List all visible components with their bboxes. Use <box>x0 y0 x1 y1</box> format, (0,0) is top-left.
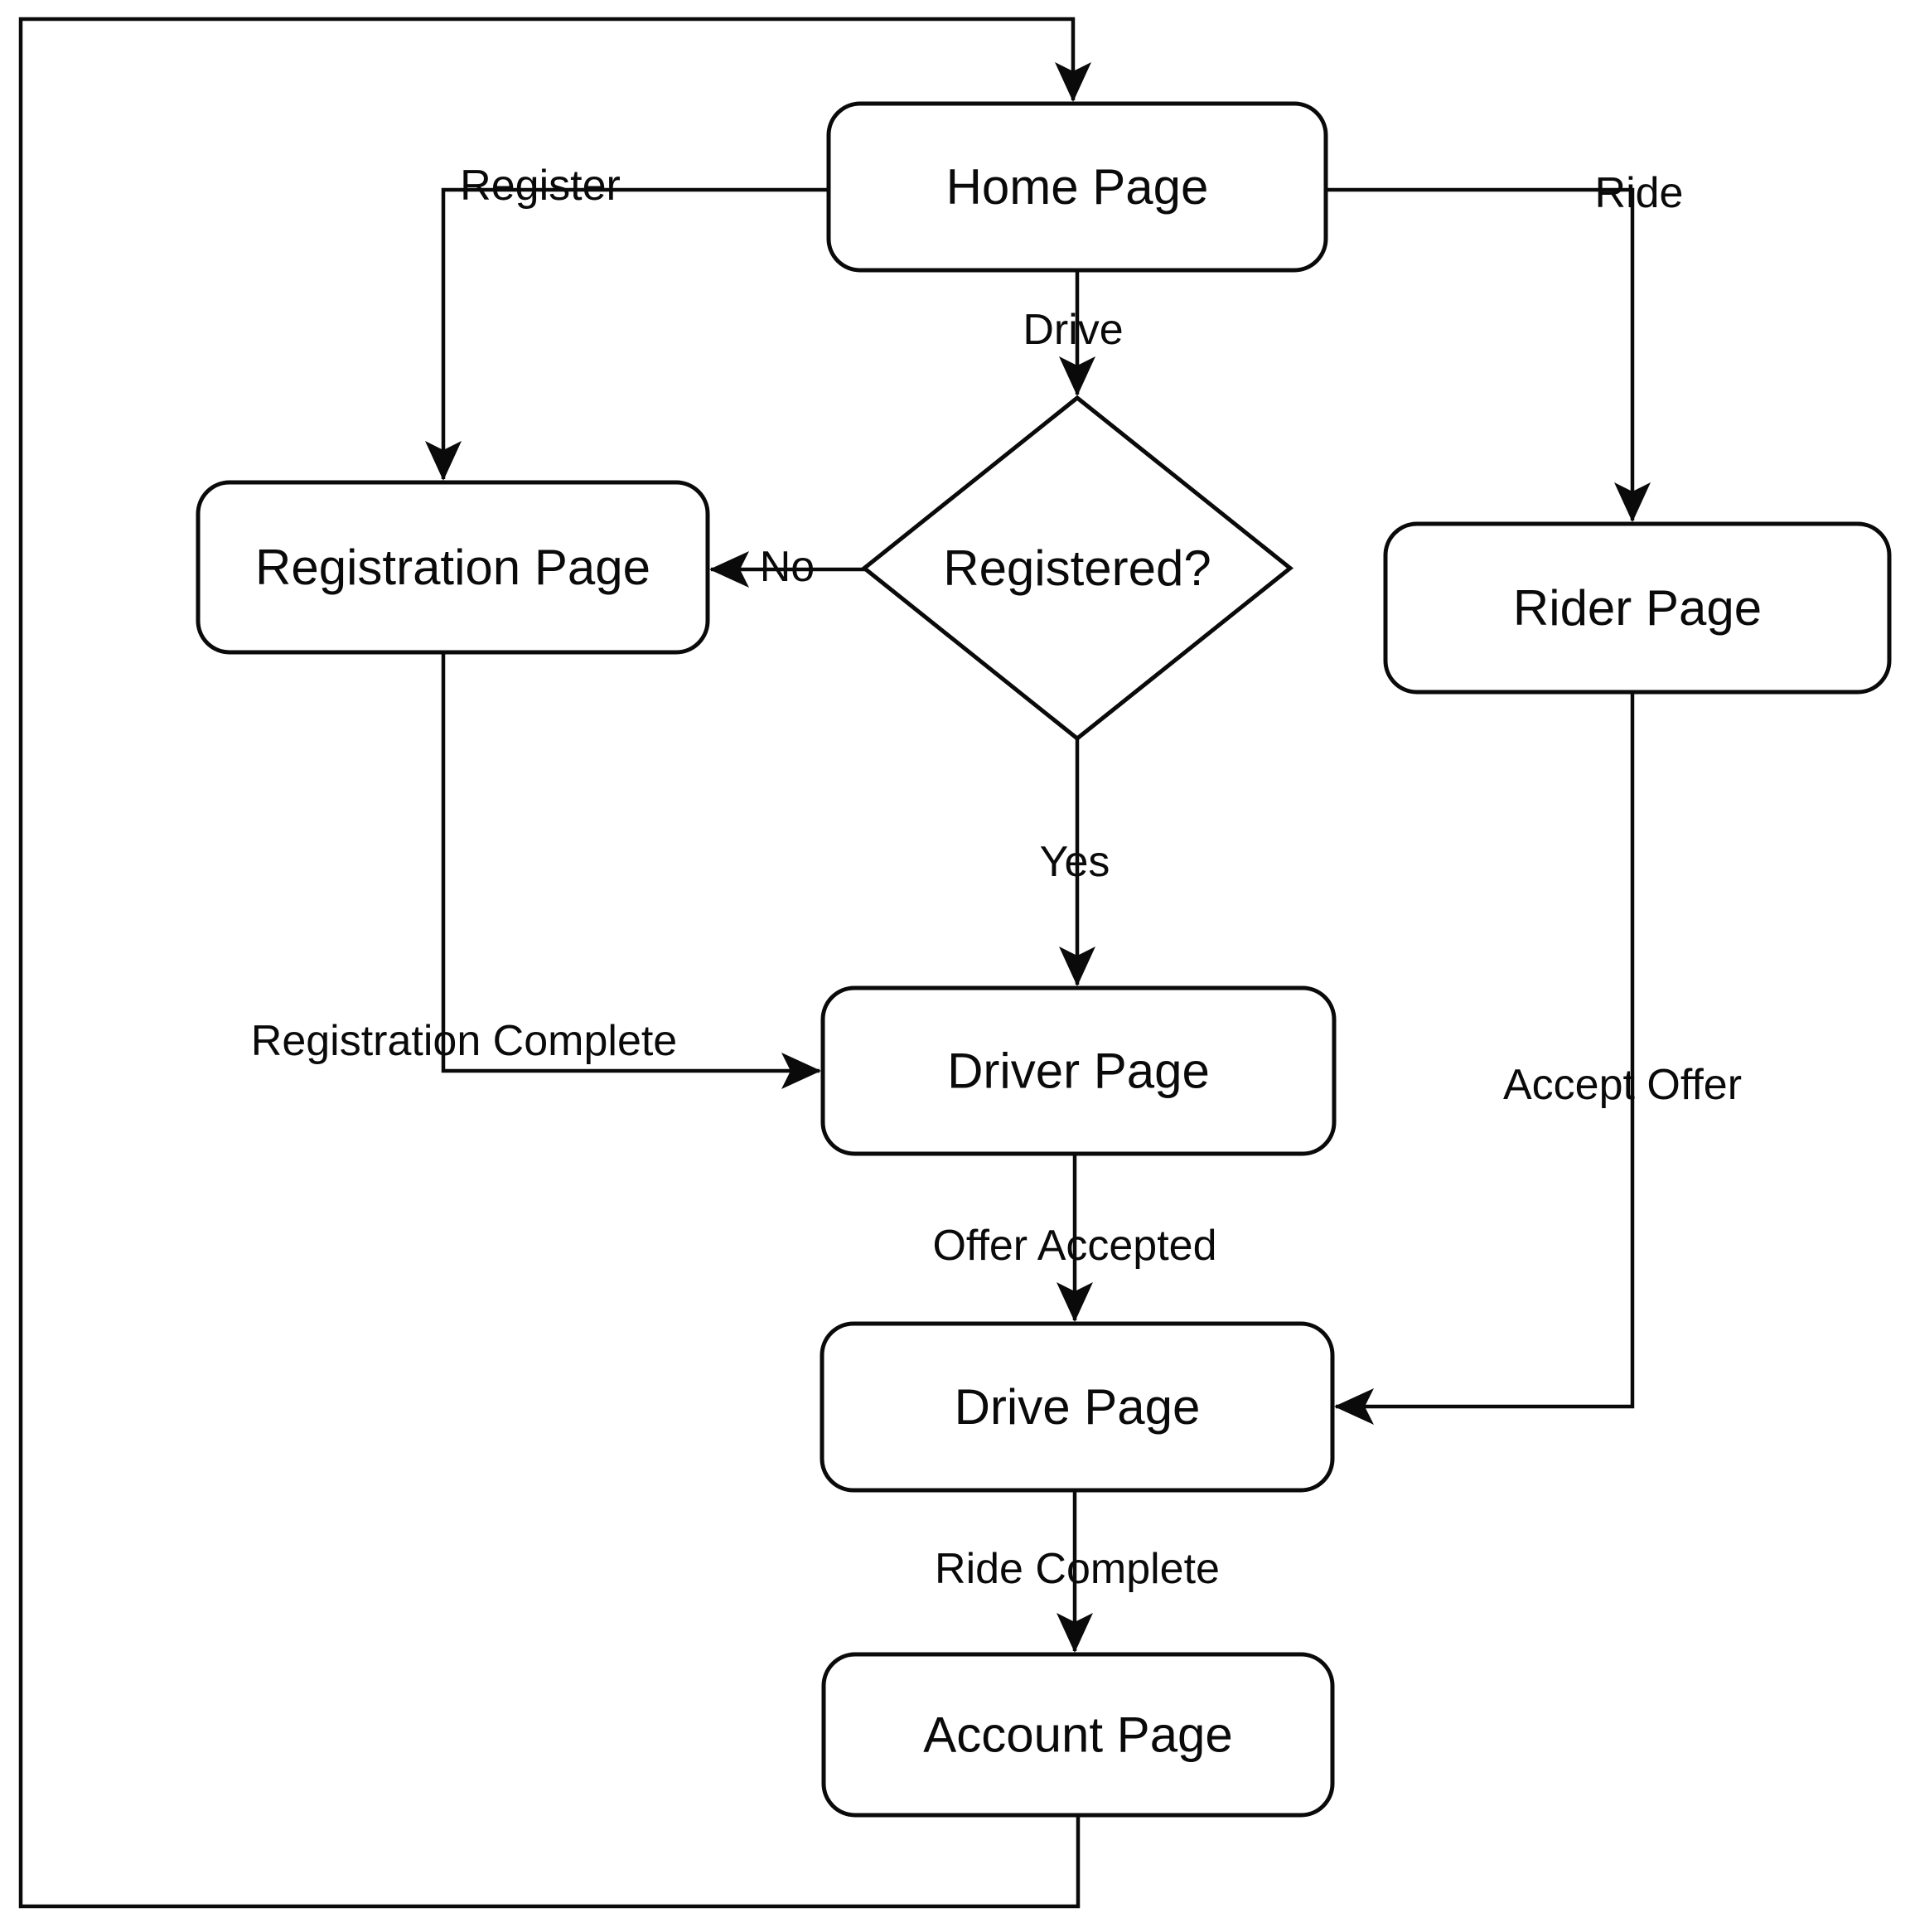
node-label-registration-page: Registration Page <box>255 540 650 595</box>
node-rider-page <box>1383 521 1892 695</box>
node-label-home-page: Home Page <box>946 159 1209 215</box>
node-label-rider-page: Rider Page <box>1513 580 1762 636</box>
node-label-drive-page: Drive Page <box>955 1379 1201 1435</box>
edge-label-registered-yes: Yes <box>1040 838 1110 886</box>
edge-home-to-rider <box>1326 187 1651 522</box>
edge-label-home-to-rider: Ride <box>1595 169 1684 217</box>
node-label-driver-page: Driver Page <box>947 1043 1210 1099</box>
edge-account-to-home <box>18 17 1091 1909</box>
node-drive-page <box>820 1321 1335 1493</box>
edge-label-home-to-registered: Drive <box>1023 306 1123 354</box>
node-registration-page <box>196 480 710 655</box>
edge-label-ride-complete: Ride Complete <box>935 1545 1220 1593</box>
node-account-page <box>821 1652 1335 1818</box>
edge-label-registration-complete: Registration Complete <box>251 1017 677 1065</box>
edge-label-registered-no: No <box>760 543 815 591</box>
edge-label-home-to-registration: Register <box>460 162 621 210</box>
edge-home-to-registration <box>425 187 829 481</box>
node-driver-page <box>820 985 1337 1156</box>
node-label-account-page: Account Page <box>923 1707 1233 1763</box>
node-registered-check <box>860 395 1294 742</box>
edge-label-accept-offer: Accept Offer <box>1503 1061 1742 1109</box>
node-home-page <box>826 101 1328 273</box>
edge-registration-complete <box>441 652 821 1089</box>
node-label-registered-check: Registered? <box>943 540 1211 596</box>
edges-layer <box>18 17 1651 1909</box>
edge-accept-offer <box>1334 692 1635 1425</box>
